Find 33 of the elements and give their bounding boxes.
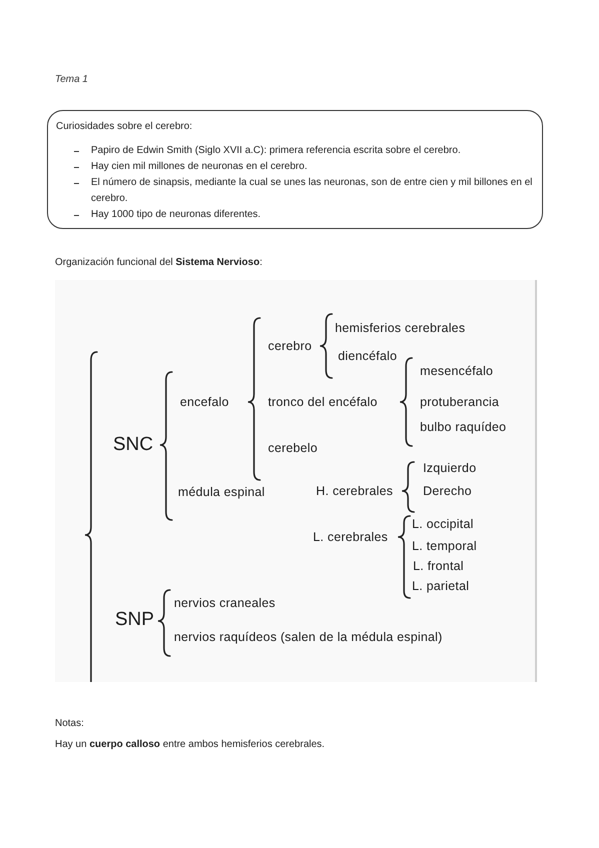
handwritten-term: L. frontal	[413, 558, 464, 574]
handwritten-term: protuberancia	[420, 394, 500, 410]
list-item-text: Hay cien mil millones de neuronas en el cerebro.	[91, 160, 308, 174]
handwritten-term: Derecho	[423, 484, 472, 498]
handwritten-term: Izquierdo	[423, 460, 476, 476]
handwritten-term: L. temporal	[412, 538, 477, 554]
notes-heading-text: Notas:	[55, 717, 84, 731]
handwritten-term: diencéfalo	[338, 348, 397, 364]
note-text: Hay un cuerpo calloso entre ambos hemisferios cerebrales.	[55, 738, 325, 752]
handwritten-note-panel	[55, 280, 537, 682]
abbreviation-text: SNC	[113, 434, 154, 456]
list-item-text: Papiro de Edwin Smith (Siglo XVII a.C): primera referencia escrita sobre el cerebro.	[91, 144, 462, 158]
handwritten-term: tronco del encéfalo	[268, 394, 378, 410]
handwritten-term: L. occipital	[412, 516, 474, 532]
rounded-text-box	[47, 110, 543, 229]
handwritten-term: L. cerebrales	[313, 530, 388, 544]
handwritten-term: nervios craneales	[174, 596, 276, 610]
page-header-text: Tema 1	[55, 73, 88, 87]
handwritten-term: cerebelo	[268, 440, 318, 456]
list-item-text: El número de sinapsis, mediante la cual se unes las neuronas, son de entre cien y mil billones en el cerebro.	[91, 176, 534, 206]
handwritten-term: bulbo raquídeo	[420, 420, 506, 434]
box-heading-text: Curiosidades sobre el cerebro:	[56, 120, 194, 134]
handwritten-term: H. cerebrales	[316, 484, 393, 498]
handwritten-term: médula espinal	[178, 484, 265, 500]
abbreviation-text: SNP	[115, 609, 154, 631]
handwritten-term: cerebro	[268, 338, 312, 354]
handwritten-term: encefalo	[180, 394, 229, 410]
handwritten-term: L. parietal	[412, 578, 470, 594]
list-item-text: Hay 1000 tipo de neuronas diferentes.	[91, 208, 262, 222]
handwritten-term: nervios raquídeos (salen de la médula espinal)	[174, 630, 442, 644]
section-heading-text: Organización funcional del Sistema Nervioso:	[55, 256, 262, 270]
handwritten-term: mesencéfalo	[420, 364, 494, 378]
handwritten-term: hemisferios cerebrales	[335, 320, 466, 336]
